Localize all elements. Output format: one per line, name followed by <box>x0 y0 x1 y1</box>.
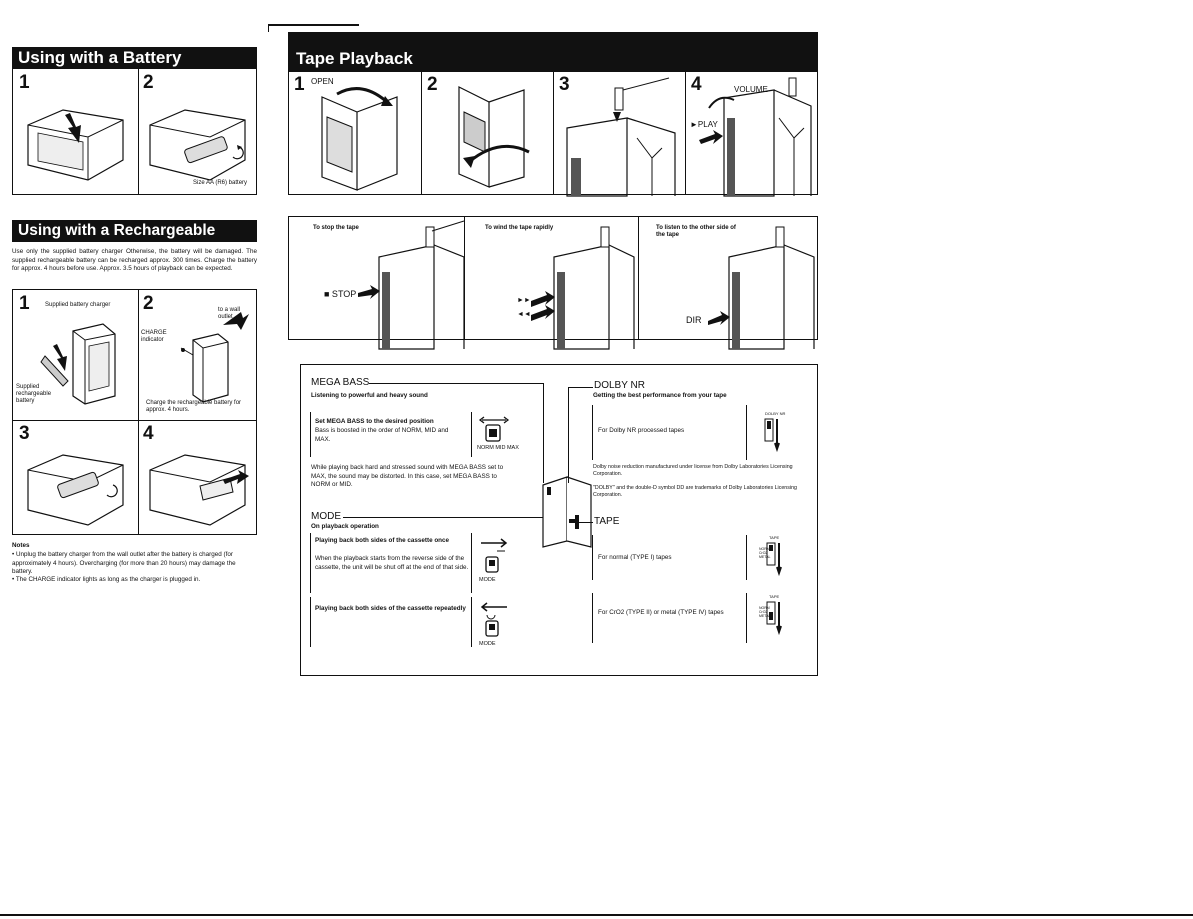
dir-label: DIR <box>686 315 702 325</box>
tape-switch-label: TAPE <box>769 535 780 540</box>
play-volume-illustration <box>699 77 812 197</box>
stop-illustration <box>358 220 465 350</box>
play-label: ►PLAY <box>690 120 718 129</box>
dolby-switch-label: DOLBY NR <box>765 411 786 416</box>
battery-insert-rechargeable-illustration <box>27 454 124 526</box>
open-label: OPEN <box>311 77 334 86</box>
step-number: 3 <box>559 74 570 95</box>
step-number: 2 <box>427 74 438 95</box>
features-panel: MEGA BASS Listening to powerful and heav… <box>300 364 818 676</box>
supplied-battery-label: Supplied rechargeable battery <box>16 384 52 404</box>
step-number: 2 <box>143 72 154 93</box>
mode-subtitle: On playback operation <box>311 523 379 530</box>
corner-mark <box>268 24 359 32</box>
mega-bass-switch-labels: NORM MID MAX <box>477 445 519 451</box>
step-number: 1 <box>19 72 30 93</box>
charge-caption: Charge the rechargeable battery for appr… <box>146 400 242 413</box>
rechargeable-section-title: Using with a Rechargeable Battery <box>12 220 257 257</box>
dolby-license: Dolby noise reduction manufactured under… <box>593 464 793 477</box>
tape-switch-positions: NORM CrO2 METAL <box>759 547 771 559</box>
stop-title: To stop the tape <box>313 225 359 231</box>
tape-switch-label: TAPE <box>769 594 780 599</box>
mega-bass-subtitle: Listening to powerful and heavy sound <box>311 392 428 399</box>
tape-metal-text: For CrO2 (TYPE II) or metal (TYPE IV) ta… <box>598 609 724 616</box>
step-number: 4 <box>691 74 702 95</box>
battery-lid-illustration <box>149 109 246 181</box>
mega-bass-switch-icon <box>478 416 510 442</box>
battery-steps-panel: 1 2 Size AA (R6) battery <box>12 68 257 195</box>
step-number: 1 <box>19 293 30 314</box>
open-lid-illustration <box>321 87 398 191</box>
mode-once-icon <box>481 538 508 573</box>
rechargeable-intro: Use only the supplied battery charger Ot… <box>12 248 257 272</box>
battery-size-caption: Size AA (R6) battery <box>193 180 248 186</box>
mode-switch-label: MODE <box>479 577 496 583</box>
direction-illustration <box>708 226 815 350</box>
battery-insert-illustration <box>27 109 124 181</box>
mode-repeat-heading: Playing back both sides of the cassette … <box>315 605 466 612</box>
wall-outlet-label: to a wall outlet <box>218 307 241 320</box>
note-item: • Unplug the battery charger from the wa… <box>12 551 236 575</box>
dolby-title: DOLBY NR <box>594 380 645 391</box>
tape-metal-switch-icon <box>766 601 782 636</box>
notes-title: Notes <box>12 542 30 549</box>
rewind-icon: ◄◄ <box>517 311 531 318</box>
mega-bass-set-text: Bass is boosted in the order of NORM, MI… <box>315 427 449 443</box>
step-number: 2 <box>143 293 154 314</box>
tape-operations-panel: To stop the tape ■ STOP To wind the tape… <box>288 216 818 350</box>
wind-illustration <box>531 226 635 350</box>
mega-bass-set-heading: Set MEGA BASS to the desired position <box>315 418 434 425</box>
battery-lid-close-illustration <box>149 454 249 526</box>
headphone-connect-illustration <box>566 77 676 197</box>
charge-indicator-label: CHARGE indicator <box>141 330 167 343</box>
mode-repeat-icon <box>480 602 507 637</box>
note-item: • The CHARGE indicator lights as long as… <box>12 576 201 583</box>
charger-label: Supplied battery charger <box>45 302 111 308</box>
other-side-title: To listen to the other side of the tape <box>656 225 736 238</box>
tape-normal-switch-icon <box>766 542 782 577</box>
playback-section-title: Tape Playback <box>288 32 818 71</box>
mode-once-text: When the playback starts from the revers… <box>315 555 469 571</box>
step-number: 3 <box>19 423 30 444</box>
dolby-trademark: "DOLBY" and the double-D symbol DD are t… <box>593 485 797 498</box>
tape-title: TAPE <box>594 516 620 527</box>
charger-illustration <box>40 323 116 405</box>
stop-label: ■ STOP <box>324 289 357 299</box>
step-number: 4 <box>143 423 154 444</box>
playback-steps-panel: 1 2 3 4 OPEN VOLUME ►PLAY <box>288 71 818 197</box>
charger-plugged-illustration <box>180 312 249 403</box>
mega-bass-warning: While playing back hard and stressed sou… <box>311 464 504 488</box>
fast-forward-icon: ►► <box>517 297 531 304</box>
dolby-text: For Dolby NR processed tapes <box>598 427 685 434</box>
rechargeable-steps-panel: 1 2 3 4 Supplied battery charger Supplie… <box>12 289 257 535</box>
insert-cassette-illustration <box>458 86 530 188</box>
dolby-subtitle: Getting the best performance from your t… <box>593 392 727 399</box>
step-number: 1 <box>294 74 305 95</box>
volume-label: VOLUME <box>734 85 768 94</box>
cassette-player-illustration <box>542 476 592 548</box>
tape-switch-positions: NORM CrO2 METAL <box>759 606 771 618</box>
mega-bass-title: MEGA BASS <box>311 377 370 388</box>
mode-once-heading: Playing back both sides of the cassette … <box>315 537 450 544</box>
dolby-switch-icon <box>764 418 780 453</box>
mode-switch-label: MODE <box>479 641 496 647</box>
page-bottom-border <box>0 914 1193 916</box>
mode-title: MODE <box>311 511 341 522</box>
battery-section-title: Using with a Battery <box>12 47 257 68</box>
tape-normal-text: For normal (TYPE I) tapes <box>598 554 672 561</box>
wind-title: To wind the tape rapidly <box>485 225 554 231</box>
